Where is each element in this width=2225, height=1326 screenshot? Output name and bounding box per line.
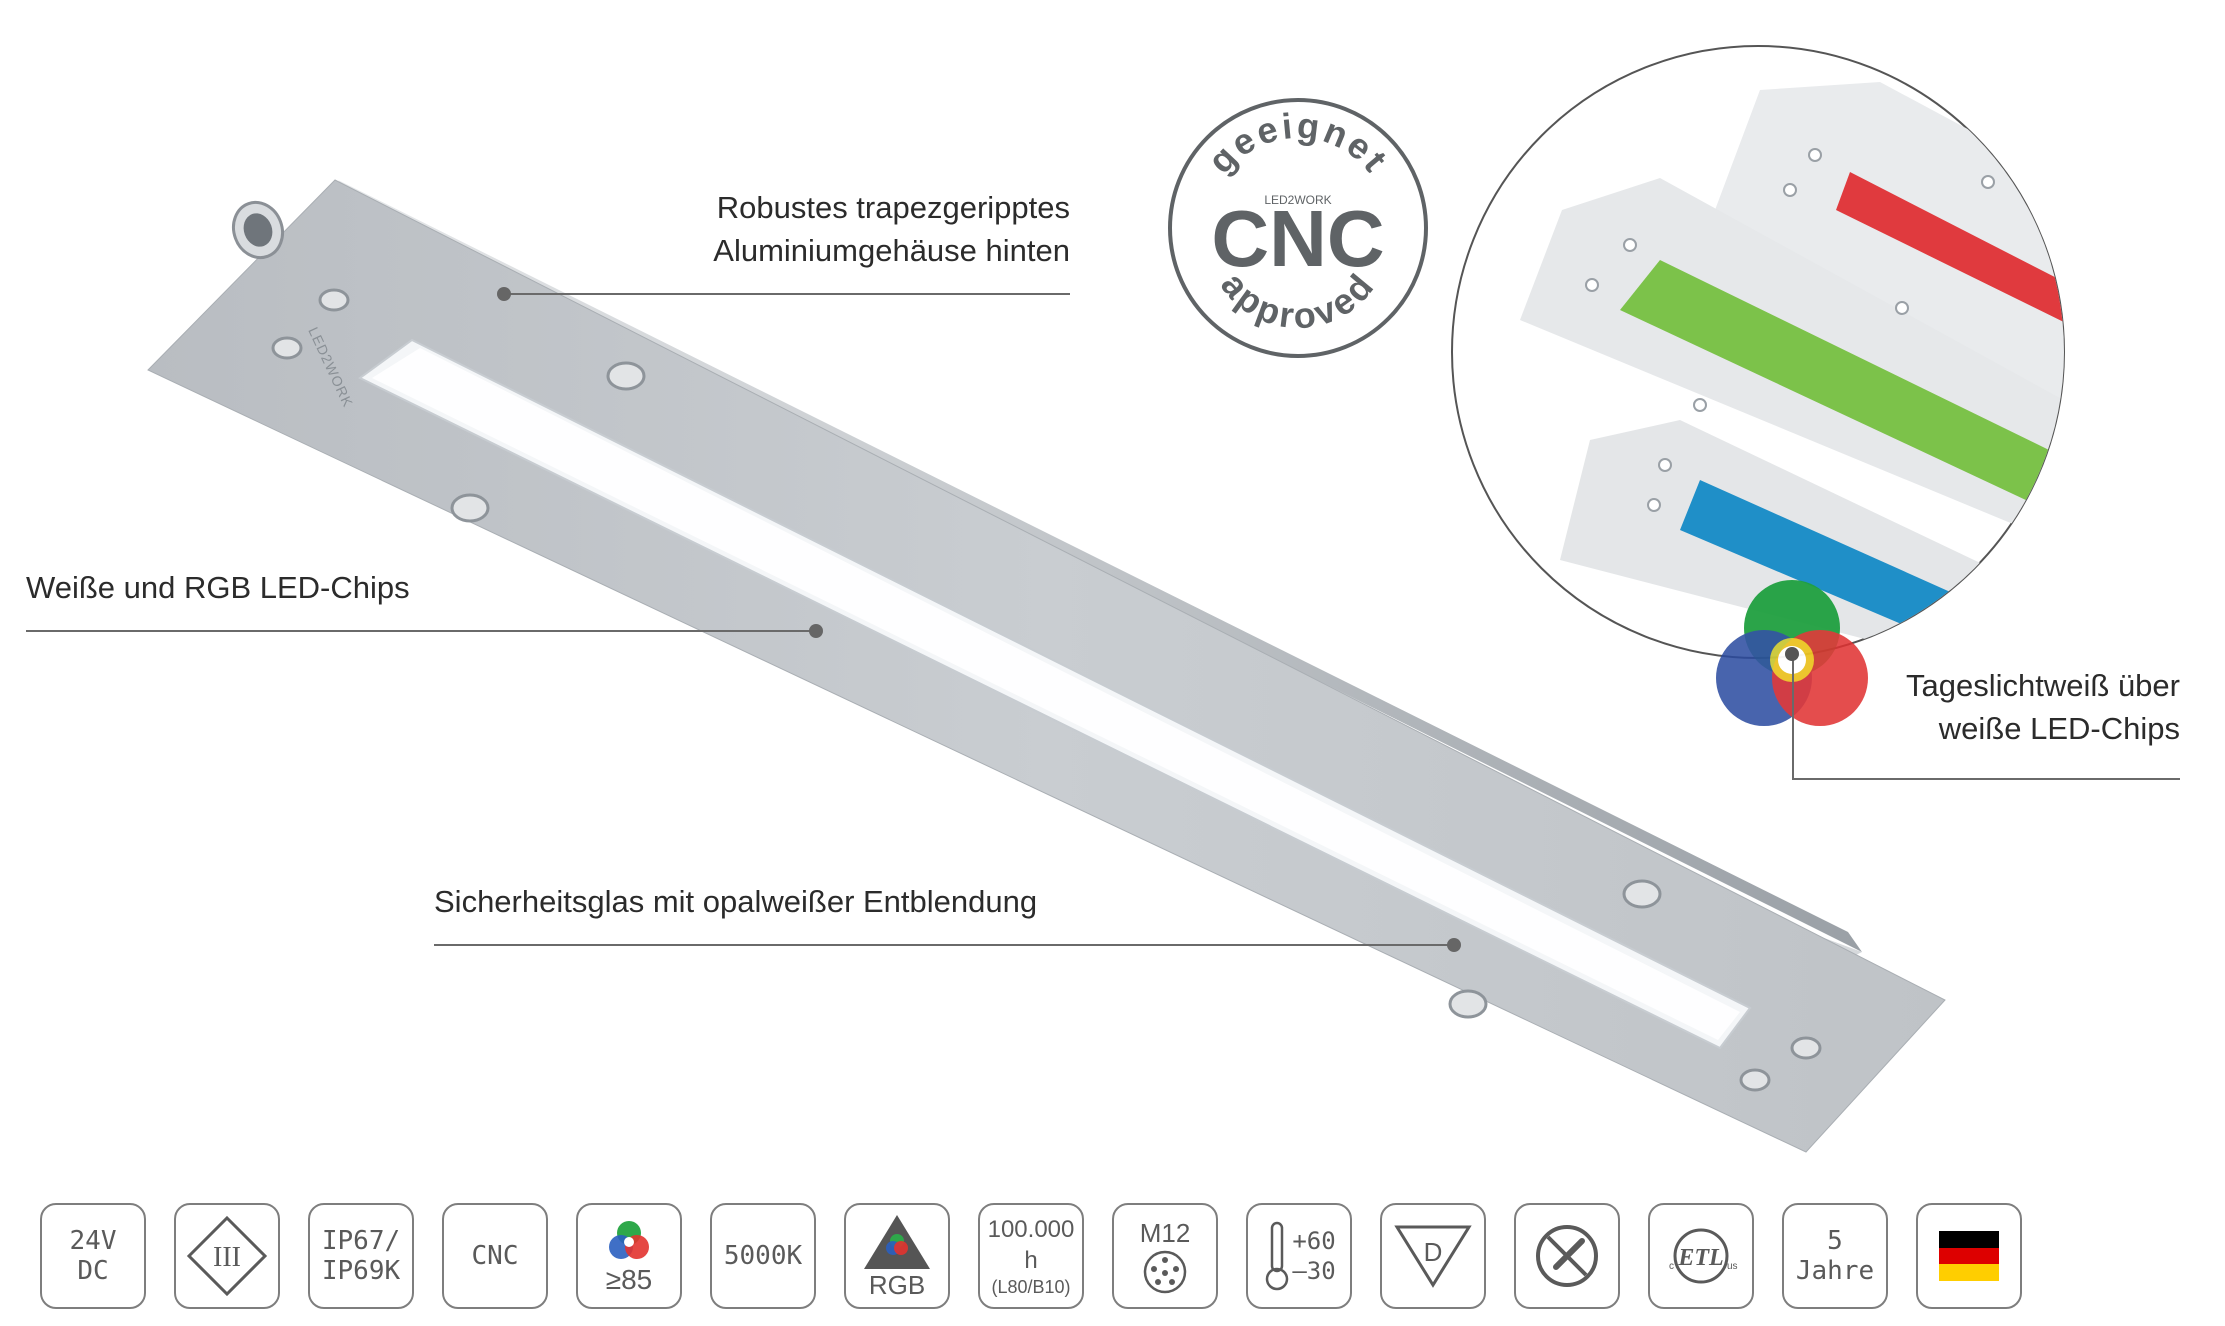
etl-c: c [1669, 1261, 1674, 1272]
lifetime-spec: (L80/B10) [991, 1277, 1071, 1297]
protection-class-label: III [213, 1242, 241, 1273]
callout-housing-line2: Aluminiumgehäuse hinten [713, 233, 1070, 268]
callout-daylight-line2: weiße LED-Chips [1938, 711, 2180, 746]
m12-connector-icon: M12 [1112, 1203, 1218, 1309]
cnc-icon: CNC [442, 1203, 548, 1309]
m12-connector [231, 200, 285, 260]
d-mark-letter: D [1424, 1237, 1443, 1267]
color-wheel-icon [609, 1220, 649, 1259]
lifetime-value: 100.000 h [987, 1216, 1075, 1274]
m12-label: M12 [1139, 1217, 1191, 1248]
d-mark-icon: D [1380, 1203, 1486, 1309]
callout-daylight-line1: Tageslichtweiß über [1906, 668, 2180, 703]
callout-housing-dot [497, 287, 511, 301]
callout-glass-line [434, 944, 1454, 946]
etl-mark: ETL c us [1669, 1228, 1738, 1284]
callout-glass: Sicherheitsglas mit opalweißer Entblendu… [434, 884, 1038, 919]
rgb-icon: RGB [844, 1203, 950, 1309]
rgb-label: RGB [868, 1270, 926, 1300]
warranty-years: 5 [1827, 1226, 1843, 1256]
warranty-unit: Jahre [1795, 1256, 1875, 1286]
wrench-crossed-icon [1536, 1225, 1598, 1287]
no-tools-icon [1514, 1203, 1620, 1309]
etl-listed-icon: ETL c us [1648, 1203, 1754, 1309]
diamond-shape: III [186, 1215, 268, 1297]
callout-housing-line [504, 293, 1070, 295]
callout-housing: Robustes trapezgeripptes Aluminiumgehäus… [600, 186, 1070, 272]
temperature-min: –30 [1292, 1257, 1336, 1285]
color-temperature-icon: 5000K [710, 1203, 816, 1309]
callout-daylight-vertical [1792, 654, 1794, 780]
svg-text:ETL: ETL [1677, 1245, 1723, 1271]
callout-daylight: Tageslichtweiß über weiße LED-Chips [1820, 664, 2180, 750]
color-temperature-value: 5000K [723, 1241, 803, 1271]
voltage-type: DC [77, 1256, 109, 1286]
temperature-range-icon: +60 –30 [1246, 1203, 1352, 1309]
cri-value: ≥85 [605, 1263, 653, 1295]
callout-chips-line [26, 630, 816, 632]
rgb-triangle [864, 1215, 930, 1269]
callout-chips-dot [809, 624, 823, 638]
callout-housing-line1: Robustes trapezgeripptes [716, 190, 1070, 225]
temperature-max: +60 [1292, 1227, 1336, 1255]
connector-pins-icon [1143, 1250, 1187, 1293]
seal-main-text: CNC [1211, 194, 1384, 283]
callout-glass-dot [1447, 938, 1461, 952]
germany-flag-icon [1916, 1203, 2022, 1309]
d-mark-triangle: D [1394, 1225, 1472, 1288]
callout-daylight-line [1792, 778, 2180, 780]
warranty-icon: 5 Jahre [1782, 1203, 1888, 1309]
ip-rating-line2: IP69K [321, 1256, 401, 1286]
protection-class-iii-icon: III [174, 1203, 280, 1309]
voltage-value: 24V [69, 1226, 117, 1256]
etl-us: us [1727, 1261, 1738, 1272]
ip-rating-line1: IP67/ [321, 1226, 401, 1256]
cnc-label: CNC [471, 1241, 519, 1271]
flag [1939, 1231, 1999, 1282]
lifetime-icon: 100.000 h (L80/B10) [978, 1203, 1084, 1309]
thermometer-icon [1266, 1221, 1289, 1291]
ip-rating-icon: IP67/ IP69K [308, 1203, 414, 1309]
cnc-approved-seal: geeignet LED2WORK CNC approved [1168, 98, 1428, 358]
callout-daylight-dot [1785, 647, 1799, 661]
cri-icon: ≥85 [576, 1203, 682, 1309]
seal-brand: LED2WORK [1264, 193, 1331, 207]
housing-rib [338, 180, 1862, 952]
voltage-icon: 24V DC [40, 1203, 146, 1309]
callout-chips: Weiße und RGB LED-Chips [26, 570, 410, 605]
